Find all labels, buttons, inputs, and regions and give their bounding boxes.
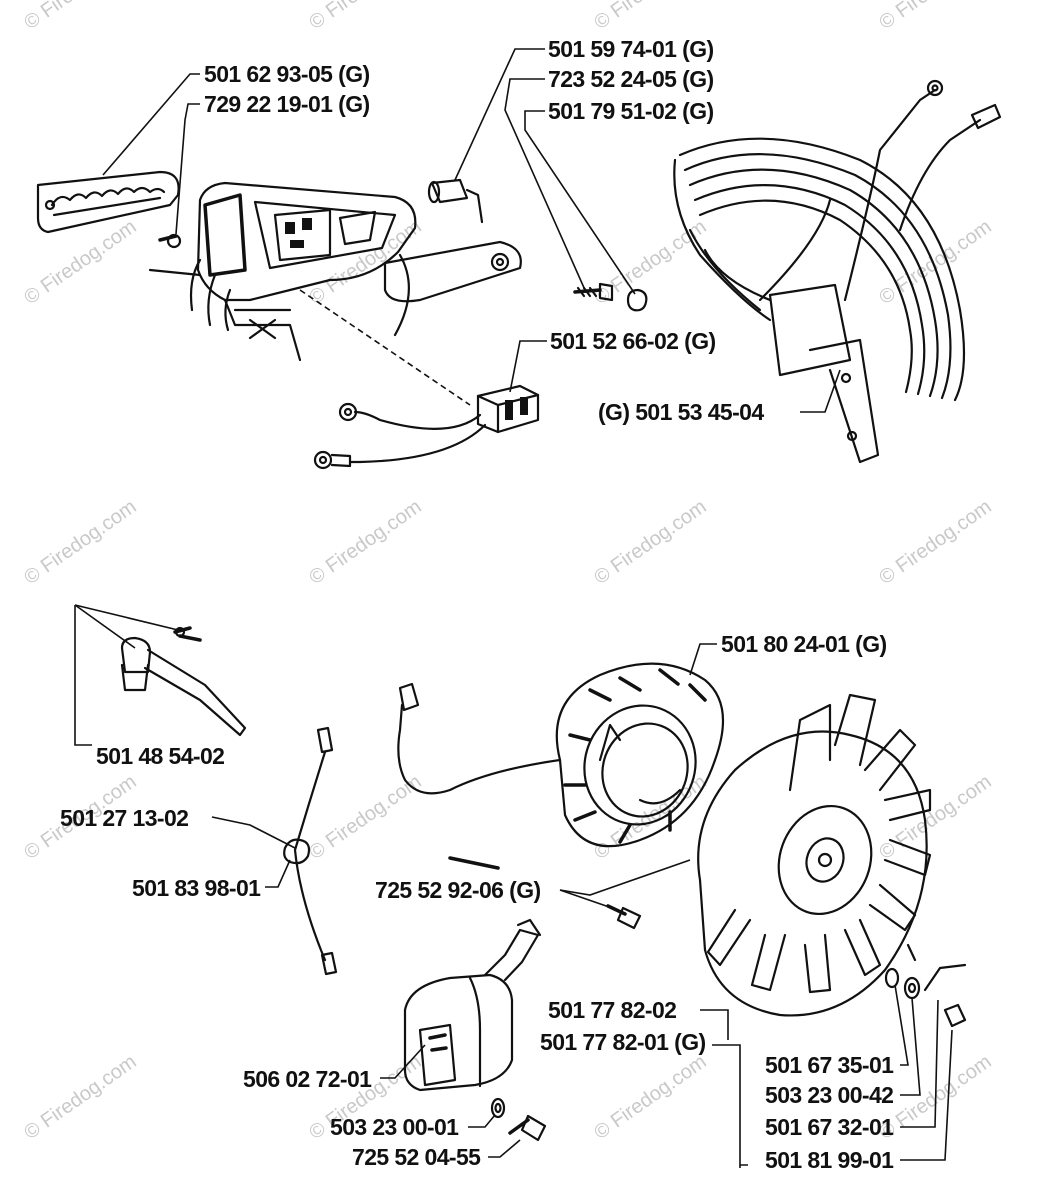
part-label: 501 67 35-01 (765, 1052, 894, 1078)
watermark: © Firedog.com (590, 0, 710, 34)
watermark: © Firedog.com (590, 1051, 710, 1144)
watermark: © Firedog.com (20, 216, 140, 309)
part-label: 501 77 82-02 (548, 997, 676, 1023)
nut-drawing (626, 288, 648, 312)
capacitor-drawing (427, 178, 484, 224)
part-label: 723 52 24-05 (G) (548, 66, 714, 92)
part-label: 501 48 54-02 (96, 743, 224, 769)
washer-drawing (490, 1097, 506, 1119)
watermark: © Firedog.com (875, 0, 995, 34)
watermark: © Firedog.com (305, 0, 425, 34)
watermark: © Firedog.com (875, 771, 995, 864)
screw-drawing (606, 904, 642, 930)
part-label: 725 52 04-55 (352, 1144, 481, 1170)
part-label: 501 62 93-05 (G) (204, 61, 370, 87)
switch-cover-drawing (36, 170, 180, 234)
flywheel-drawing (697, 693, 932, 1017)
part-label: 501 80 24-01 (G) (721, 631, 887, 657)
watermark: © Firedog.com (590, 216, 710, 309)
part-label: 501 83 98-01 (132, 875, 261, 901)
bolt-drawing (508, 1114, 547, 1142)
part-label: 501 27 13-02 (60, 805, 188, 831)
watermark: © Firedog.com (20, 496, 140, 589)
watermark: © Firedog.com (590, 496, 710, 589)
part-label: 501 79 51-02 (G) (548, 98, 714, 124)
part-label: (G) 501 53 45-04 (598, 399, 764, 425)
washer-nut-set-drawing (884, 943, 967, 1028)
screw-drawing (158, 233, 182, 249)
stop-switch-drawing (120, 626, 247, 737)
switch-with-wires-drawing (313, 384, 540, 470)
part-label: 503 23 00-01 (330, 1114, 459, 1140)
part-label: 501 52 66-02 (G) (550, 328, 716, 354)
watermark: © Firedog.com (875, 496, 995, 589)
part-label: 501 81 99-01 (765, 1147, 894, 1173)
part-label: 501 77 82-01 (G) (540, 1029, 706, 1055)
spark-plug-wire-drawing (283, 726, 338, 976)
part-label: 729 22 19-01 (G) (204, 91, 370, 117)
part-label: 506 02 72-01 (243, 1066, 372, 1092)
watermark: © Firedog.com (20, 1051, 140, 1144)
part-label: 503 23 00-42 (765, 1082, 893, 1108)
part-label: 501 67 32-01 (765, 1114, 894, 1140)
bracket-drawing (383, 240, 522, 303)
ignition-module-drawing (403, 918, 542, 1092)
stator-plate-drawing (397, 662, 725, 870)
part-label: 725 52 92-06 (G) (375, 877, 541, 903)
watermark: © Firedog.com (20, 0, 140, 34)
leader-lines (74, 48, 953, 1168)
part-labels: 501 62 93-05 (G) 729 22 19-01 (G) 501 59… (60, 36, 895, 1173)
part-label: 501 59 74-01 (G) (548, 36, 714, 62)
watermark: © Firedog.com (875, 216, 995, 309)
handle-housing-drawing (148, 181, 417, 362)
watermark: © Firedog.com (305, 771, 425, 864)
wiring-harness-drawing (673, 79, 1002, 464)
watermark: © Firedog.com (305, 496, 425, 589)
